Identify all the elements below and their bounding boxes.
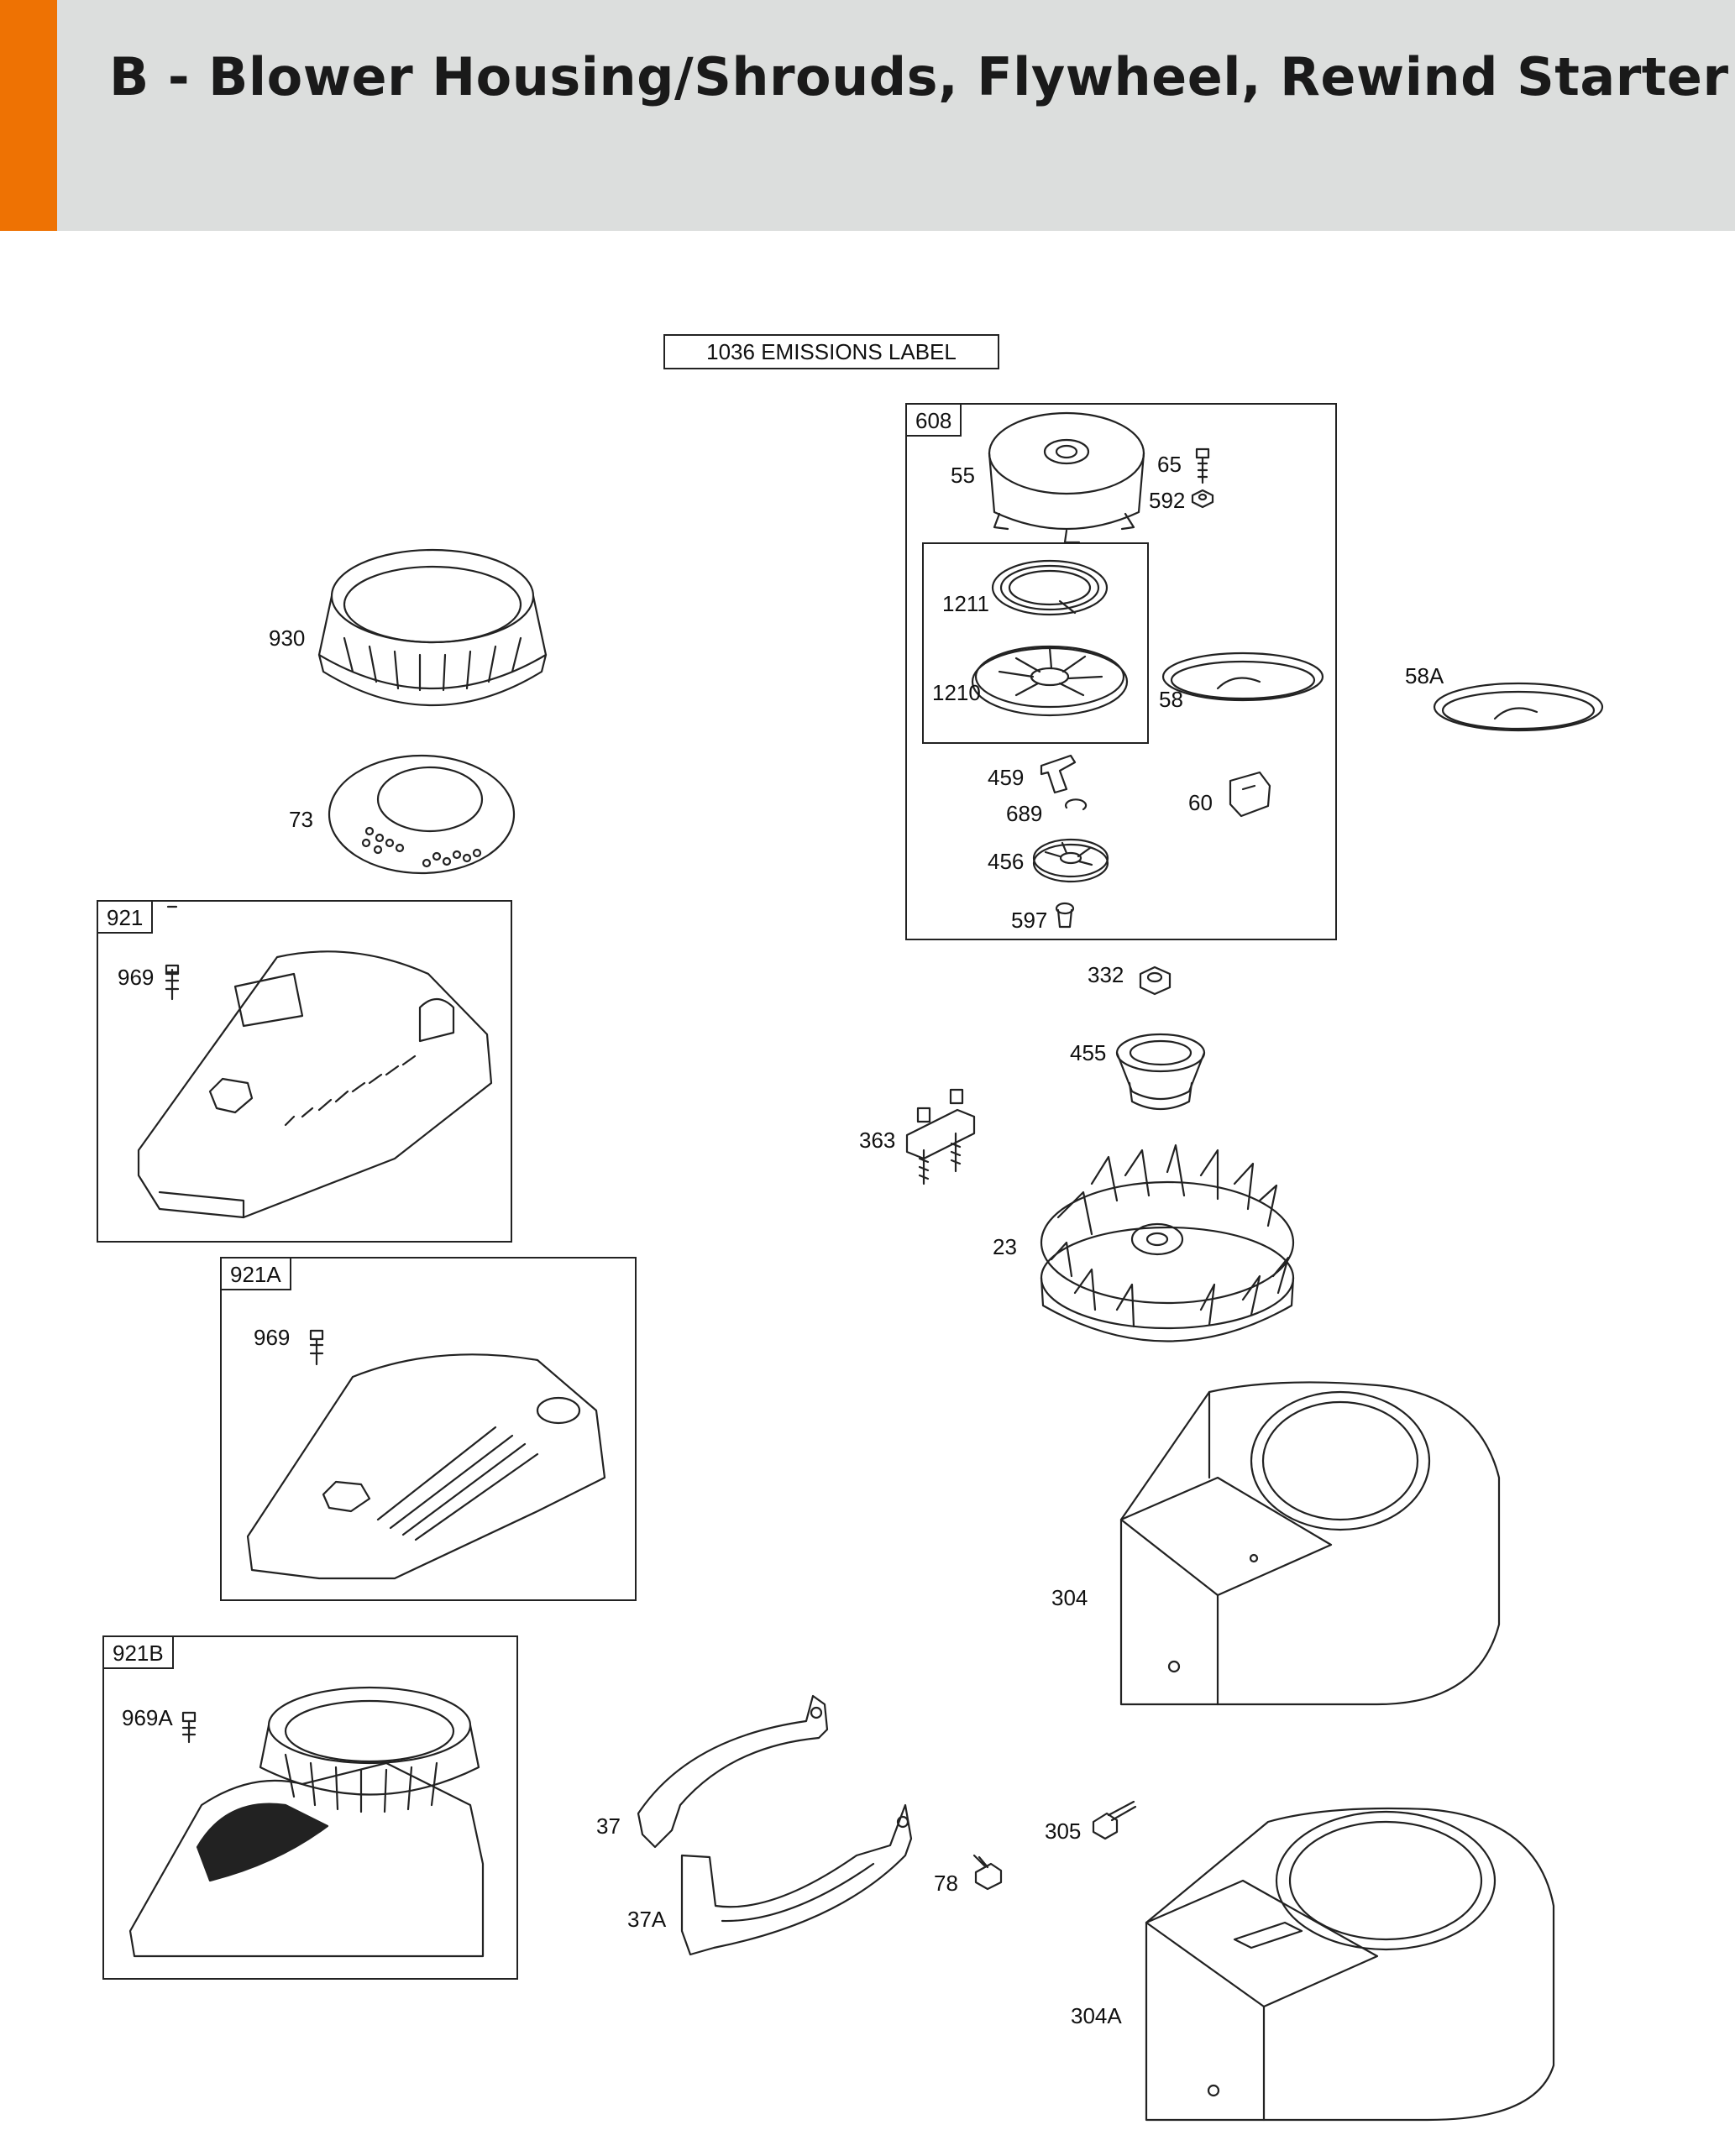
- callout-58a: 58A: [1405, 663, 1444, 688]
- callout-689: 689: [1006, 801, 1043, 826]
- screw-597-part: [1055, 902, 1075, 929]
- callout-969-921a: 969: [254, 1325, 291, 1350]
- rope-58-part: [1161, 652, 1324, 702]
- shroud-921b-tab: 921B: [104, 1637, 174, 1669]
- cup-455-part: [1115, 1033, 1206, 1110]
- blower-housing-304-part: [1119, 1381, 1501, 1706]
- shroud-921a-box: 921A: [220, 1257, 637, 1601]
- callout-305: 305: [1045, 1818, 1082, 1844]
- callout-332: 332: [1088, 962, 1124, 987]
- callout-65: 65: [1157, 452, 1182, 477]
- spring-1211-part: [991, 559, 1109, 616]
- callout-78: 78: [934, 1871, 958, 1896]
- callout-73: 73: [289, 807, 313, 832]
- screen-73-part: [328, 754, 516, 875]
- callout-60: 60: [1188, 790, 1213, 815]
- callout-930: 930: [269, 625, 306, 651]
- pulley-1210-part: [971, 645, 1129, 717]
- callout-455: 455: [1070, 1040, 1107, 1065]
- callout-363: 363: [859, 1128, 896, 1153]
- flywheel-23-part: [1040, 1143, 1295, 1342]
- callout-304: 304: [1051, 1585, 1088, 1610]
- starter-housing-part: [988, 411, 1145, 544]
- baffle-37-part: [637, 1694, 829, 1849]
- callout-37: 37: [596, 1813, 621, 1839]
- shroud-921b-box: 921B: [102, 1635, 518, 1980]
- callout-55: 55: [951, 463, 975, 488]
- rope-58a-part: [1433, 682, 1604, 732]
- callout-1210: 1210: [932, 680, 981, 705]
- page-header: B - Blower Housing/Shrouds, Flywheel, Re…: [0, 0, 1735, 231]
- starter-assembly-box: 608: [905, 403, 1337, 940]
- handle-60-part: [1229, 771, 1271, 818]
- callout-459: 459: [988, 765, 1025, 790]
- header-accent-bar: [0, 0, 57, 231]
- callout-23: 23: [993, 1234, 1017, 1259]
- shroud-921a-tab: 921A: [222, 1259, 291, 1290]
- ring-930-part: [317, 548, 548, 707]
- callout-1211: 1211: [942, 591, 989, 616]
- callout-58: 58: [1159, 687, 1183, 712]
- callout-969-921: 969: [118, 965, 155, 990]
- screw-65-part: [1195, 447, 1210, 484]
- screw-78-part: [972, 1854, 1003, 1891]
- callout-456: 456: [988, 849, 1025, 874]
- baffle-37a-part: [680, 1803, 913, 1956]
- callout-304a: 304A: [1071, 2003, 1122, 2028]
- callout-597: 597: [1011, 908, 1048, 933]
- callout-592: 592: [1149, 488, 1186, 513]
- emissions-label: 1036 EMISSIONS LABEL: [663, 334, 999, 369]
- shroud-921b-part: [128, 1686, 485, 1958]
- callout-37a: 37A: [627, 1907, 667, 1932]
- starter-inner-box: [922, 542, 1149, 744]
- ratchet-456-part: [1032, 838, 1109, 883]
- shroud-921a-part: [246, 1329, 606, 1580]
- screw-305-part: [1092, 1800, 1137, 1840]
- pawl-459-part: [1040, 754, 1077, 794]
- shroud-921-box: 921: [97, 900, 512, 1243]
- clip-689-part: [1065, 798, 1088, 811]
- starter-assembly-tab: 608: [907, 405, 962, 437]
- shroud-921-tab: 921: [98, 902, 154, 934]
- callout-969a: 969A: [122, 1705, 173, 1730]
- page-title: B - Blower Housing/Shrouds, Flywheel, Re…: [109, 46, 1729, 107]
- armature-363-part: [905, 1088, 976, 1185]
- nut-592-part: [1191, 489, 1214, 509]
- blower-housing-304a-part: [1145, 1807, 1555, 2122]
- shroud-921-part: [137, 905, 493, 1219]
- nut-332-part: [1139, 965, 1172, 996]
